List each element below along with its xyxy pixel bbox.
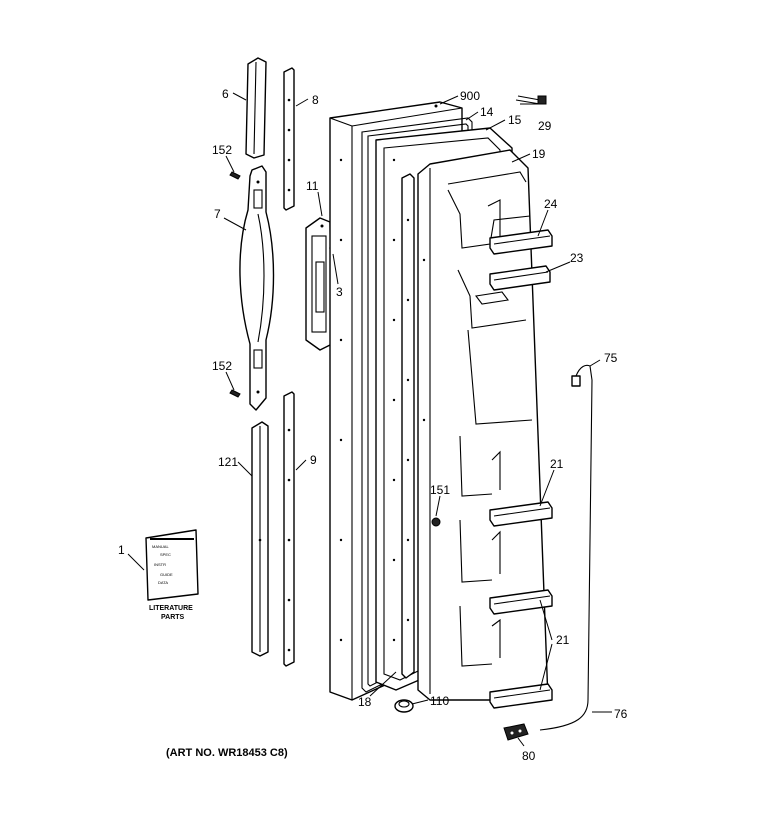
callout-75: 75 — [604, 351, 618, 365]
svg-text:INSTR: INSTR — [154, 562, 166, 567]
part-29-wire-clip[interactable] — [515, 95, 547, 105]
callout-8: 8 — [312, 93, 319, 107]
callout-152-upper: 152 — [212, 143, 232, 157]
callout-23: 23 — [570, 251, 584, 265]
callout-7: 7 — [214, 207, 221, 221]
part-121-lower-trim[interactable] — [251, 421, 269, 657]
art-number: (ART NO. WR18453 C8) — [166, 747, 288, 759]
callout-19: 19 — [532, 147, 546, 161]
callout-3: 3 — [336, 285, 343, 299]
part-8-upper-strip[interactable] — [283, 67, 295, 211]
svg-text:SPEC: SPEC — [160, 552, 171, 557]
part-21-shelf-bar-3[interactable] — [489, 683, 553, 709]
callout-151: 151 — [430, 483, 450, 497]
callout-900: 900 — [460, 89, 480, 103]
callout-6: 6 — [222, 87, 229, 101]
callout-152-lower: 152 — [212, 359, 232, 373]
part-1-literature[interactable]: MANUAL SPEC INSTR GUIDE DATA LITERATURE … — [145, 529, 199, 621]
part-21-shelf-bar-1[interactable] — [489, 501, 553, 527]
callout-29: 29 — [538, 119, 552, 133]
part-6-upper-trim[interactable] — [245, 57, 267, 159]
callout-15: 15 — [508, 113, 522, 127]
part-152-screw-upper[interactable] — [229, 171, 241, 180]
part-21-shelf-bar-2[interactable] — [489, 589, 553, 615]
part-152-screw-lower[interactable] — [229, 389, 241, 398]
part-9-lower-strip[interactable] — [283, 391, 295, 667]
svg-text:MANUAL: MANUAL — [152, 544, 169, 549]
callout-18: 18 — [358, 695, 372, 709]
callout-110: 110 — [430, 694, 449, 708]
callout-80: 80 — [522, 749, 536, 763]
leader-lines — [127, 92, 612, 747]
literature-label-line2: PARTS — [161, 614, 185, 621]
callout-21-lower: 21 — [556, 633, 570, 647]
callouts: 6 8 900 14 15 29 19 152 11 7 24 3 23 152… — [118, 87, 628, 763]
callout-24: 24 — [544, 197, 558, 211]
part-80-connector[interactable] — [503, 723, 529, 741]
callout-76: 76 — [614, 707, 628, 721]
callout-1: 1 — [118, 543, 125, 557]
part-11-hinge-bracket[interactable] — [305, 217, 333, 351]
part-110-cap[interactable] — [394, 699, 414, 713]
part-23-shelf-bar[interactable] — [489, 265, 551, 291]
part-76-wire-lead[interactable] — [539, 699, 589, 731]
part-75-heater-wire[interactable] — [571, 364, 593, 701]
literature-label-line1: LITERATURE — [149, 605, 193, 612]
svg-text:GUIDE: GUIDE — [160, 572, 173, 577]
callout-121: 121 — [218, 455, 238, 469]
part-18-breaker-strip[interactable] — [401, 173, 415, 679]
callout-11: 11 — [306, 179, 319, 193]
callout-9: 9 — [310, 453, 317, 467]
svg-text:DATA: DATA — [158, 580, 168, 585]
part-151-plug[interactable] — [431, 517, 441, 527]
callout-21-upper: 21 — [550, 457, 564, 471]
callout-14: 14 — [480, 105, 494, 119]
part-7-handle[interactable] — [239, 165, 275, 411]
part-24-shelf-bar[interactable] — [489, 229, 553, 255]
